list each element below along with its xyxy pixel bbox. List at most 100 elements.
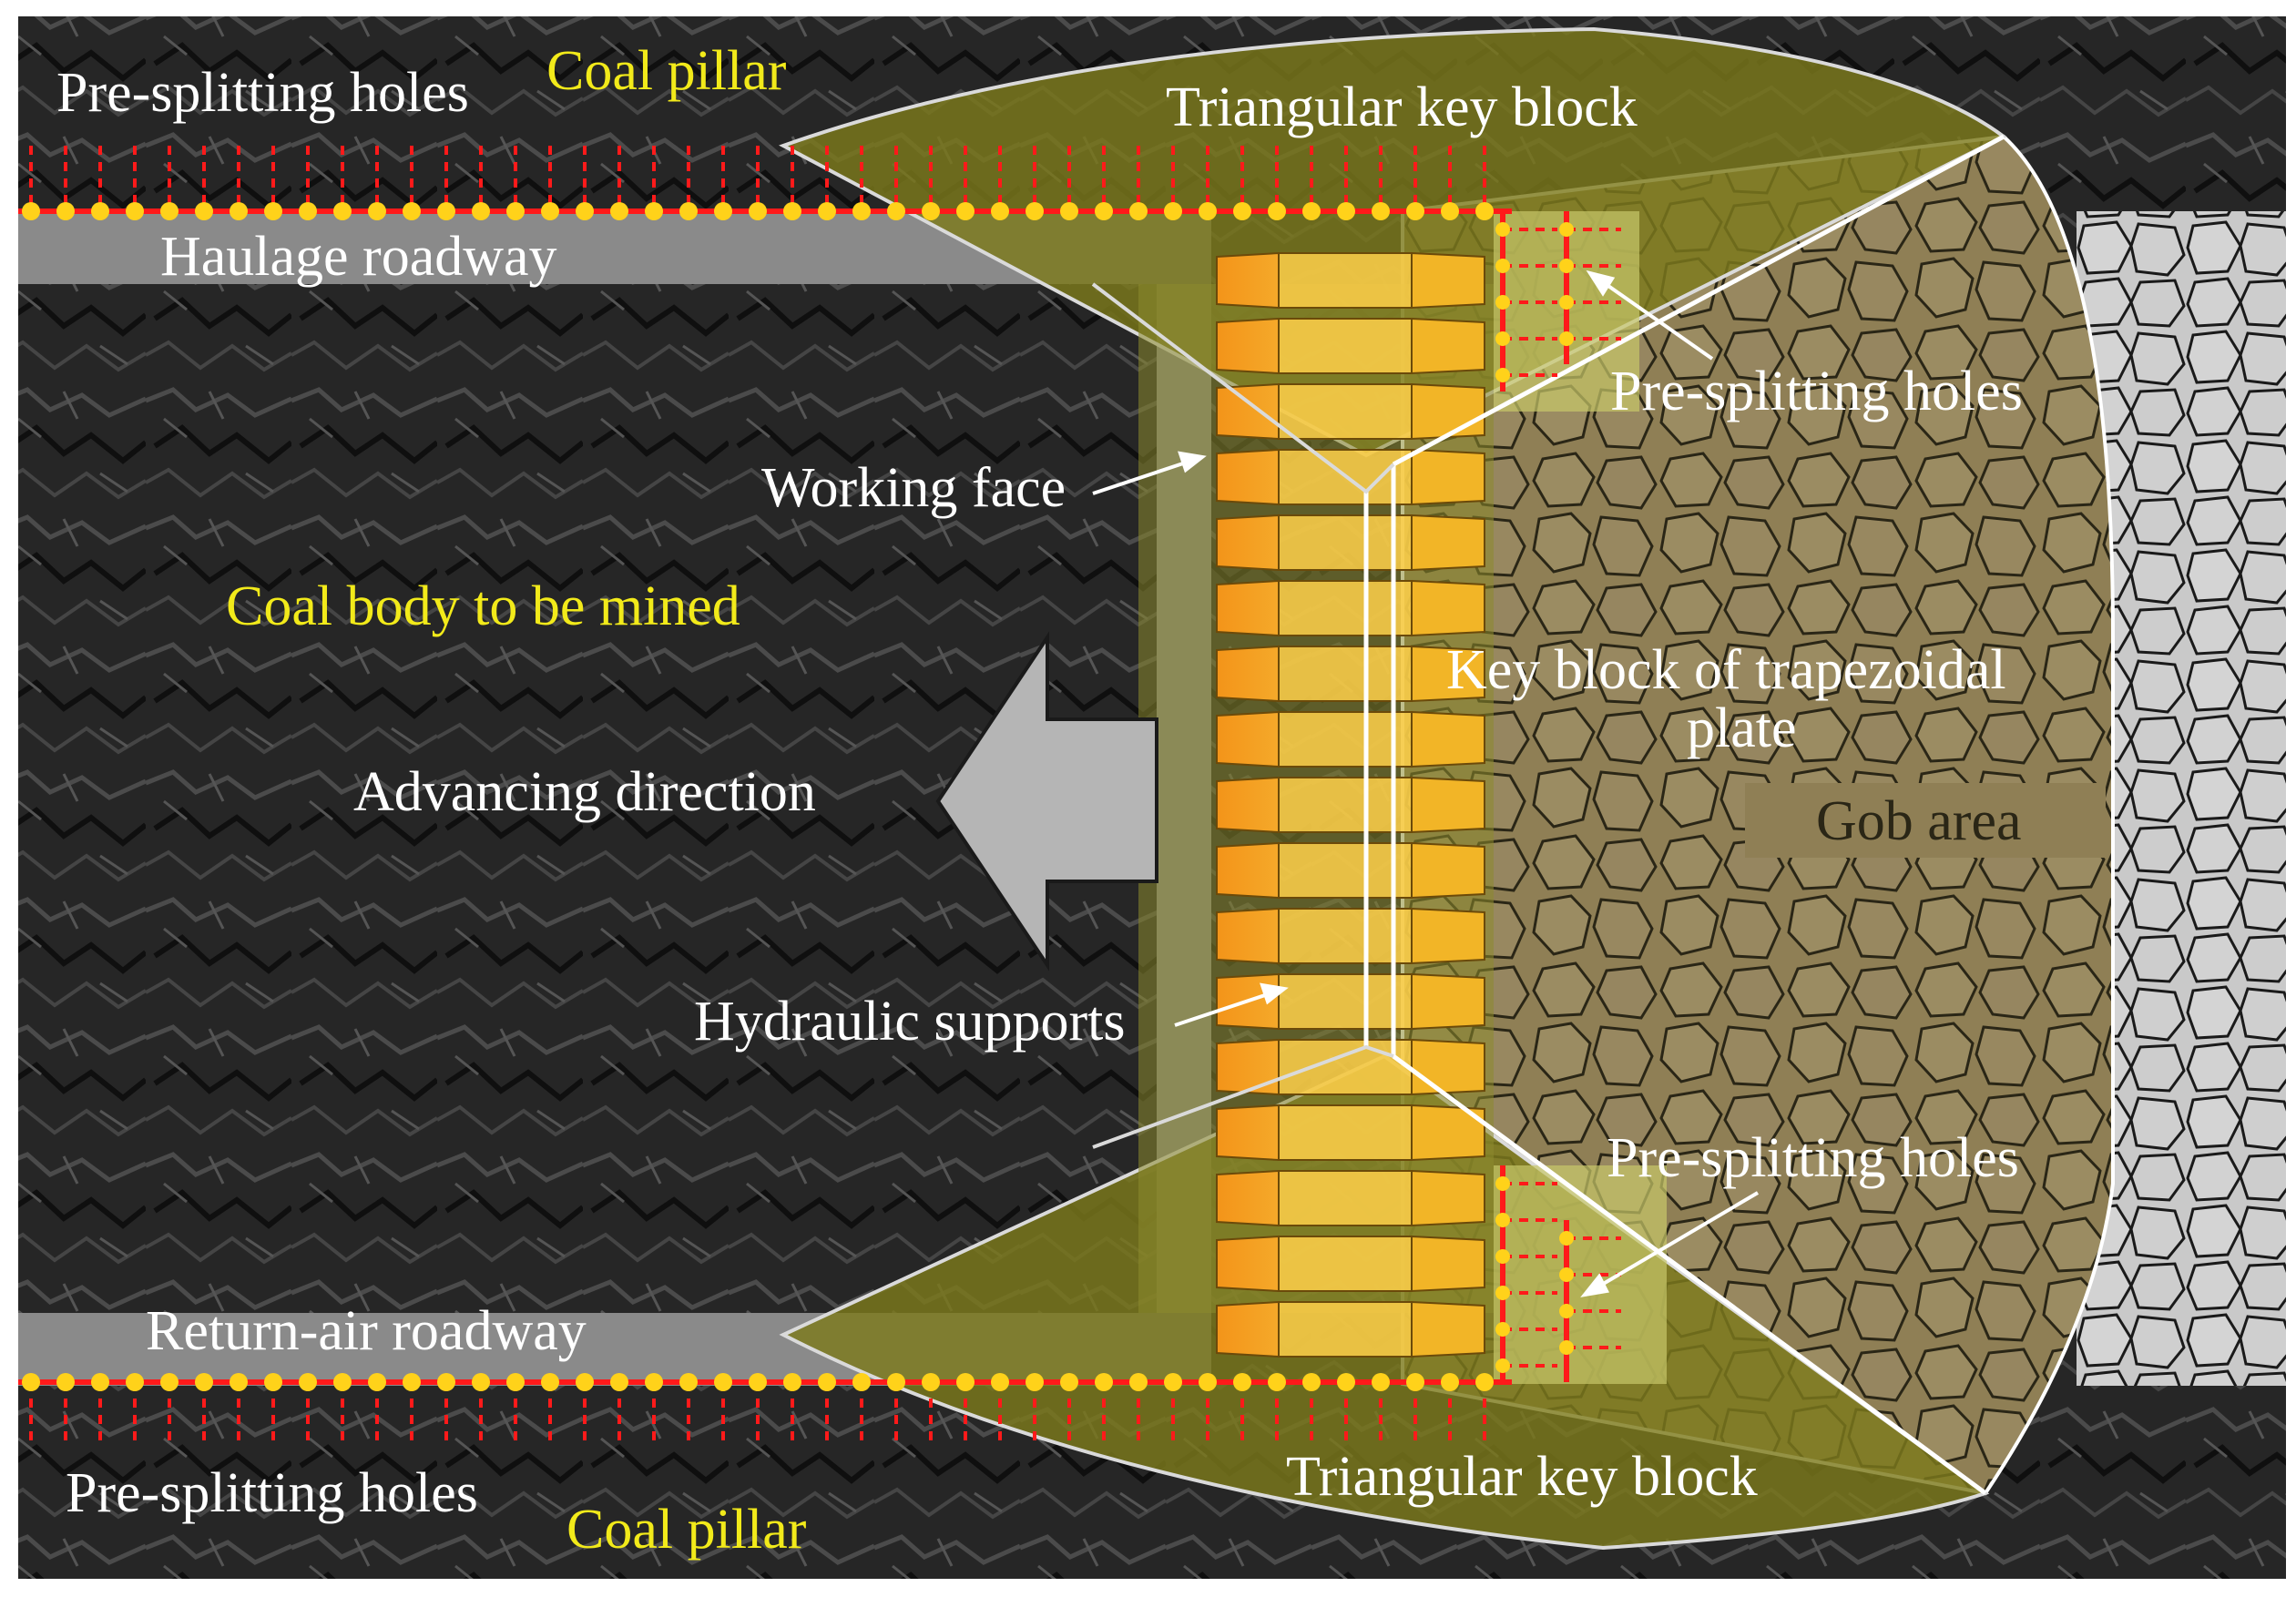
presplit-hole-marker xyxy=(1495,1358,1510,1373)
support-left-shield xyxy=(1216,1038,1280,1096)
support-right-shield xyxy=(1411,579,1485,637)
presplitting-holes-group xyxy=(18,146,1621,1448)
hydraulic-support xyxy=(1216,579,1485,637)
presplit-hole-marker xyxy=(1559,259,1574,273)
presplit-hole-marker xyxy=(1026,1373,1044,1391)
support-left-shield xyxy=(1216,382,1280,441)
presplit-hole-marker xyxy=(333,202,352,220)
label-triangular-key-block-top: Triangular key block xyxy=(1166,76,1638,138)
support-canopy xyxy=(1278,711,1413,768)
presplit-hole-marker xyxy=(368,202,386,220)
label-working-face: Working face xyxy=(761,457,1066,519)
support-canopy xyxy=(1278,449,1413,505)
presplit-hole-marker xyxy=(679,202,698,220)
presplit-lower-arrowhead xyxy=(1580,1273,1609,1297)
support-right-shield xyxy=(1411,514,1485,572)
presplit-hole-marker xyxy=(1337,202,1355,220)
support-right-shield xyxy=(1411,317,1485,375)
support-canopy xyxy=(1278,646,1413,702)
presplit-hole-marker xyxy=(1495,331,1510,346)
support-right-shield xyxy=(1411,776,1485,834)
support-left-shield xyxy=(1216,251,1280,310)
key-block-fracture-top xyxy=(1091,282,1395,494)
support-left-shield xyxy=(1216,776,1280,834)
presplit-hole-marker xyxy=(610,202,628,220)
label-presplit-right-upper: Pre-splitting holes xyxy=(1610,361,2023,422)
support-right-shield xyxy=(1411,382,1485,441)
support-right-shield xyxy=(1411,841,1485,900)
presplit-upper-leader xyxy=(1588,271,1714,361)
label-key-block-trapezoidal-1: Key block of trapezoidal xyxy=(1446,639,2006,701)
presplit-hole-marker xyxy=(1233,202,1251,220)
presplit-zone-lower xyxy=(1494,1165,1667,1384)
hydraulic-support xyxy=(1216,1300,1485,1358)
presplit-hole-marker xyxy=(1495,1213,1510,1227)
presplit-hole-marker xyxy=(852,1373,871,1391)
presplit-hole-marker xyxy=(922,1373,940,1391)
presplit-hole-marker xyxy=(299,1373,317,1391)
presplit-hole-marker xyxy=(264,202,282,220)
presplit-hole-marker xyxy=(783,202,801,220)
presplit-hole-marker xyxy=(472,1373,490,1391)
support-canopy xyxy=(1278,1170,1413,1226)
hydraulic-support-array xyxy=(1216,251,1485,1358)
presplit-hole-marker xyxy=(1495,1176,1510,1191)
label-coal-pillar-top: Coal pillar xyxy=(546,40,787,102)
presplit-hole-marker xyxy=(1559,1340,1574,1355)
presplit-hole-marker xyxy=(1495,1286,1510,1300)
presplit-hole-marker xyxy=(403,202,421,220)
presplit-hole-marker xyxy=(1495,295,1510,310)
presplit-hole-marker xyxy=(1495,1249,1510,1264)
hydraulic-support xyxy=(1216,317,1485,375)
presplit-hole-marker xyxy=(160,202,179,220)
support-canopy xyxy=(1278,514,1413,571)
presplit-hole-marker xyxy=(1495,368,1510,382)
support-left-shield xyxy=(1216,1104,1280,1162)
presplit-upper-arrowhead xyxy=(1586,270,1616,297)
presplit-hole-marker xyxy=(1095,1373,1113,1391)
presplit-hole-marker xyxy=(1441,1373,1459,1391)
presplit-hole-marker xyxy=(783,1373,801,1391)
presplit-hole-marker xyxy=(1372,202,1390,220)
presplit-hole-marker xyxy=(541,1373,559,1391)
hydraulic-support xyxy=(1216,514,1485,572)
hydraulic-support xyxy=(1216,1104,1485,1162)
support-canopy xyxy=(1278,1301,1413,1358)
label-presplit-top-left: Pre-splitting holes xyxy=(56,62,469,124)
presplit-hole-marker xyxy=(645,202,663,220)
presplit-hole-marker xyxy=(1026,202,1044,220)
support-left-shield xyxy=(1216,710,1280,768)
label-presplit-right-lower: Pre-splitting holes xyxy=(1607,1127,2019,1189)
presplit-hole-marker xyxy=(714,202,732,220)
label-coal-pillar-bottom: Coal pillar xyxy=(566,1499,807,1561)
presplit-hole-marker xyxy=(1559,295,1574,310)
support-left-shield xyxy=(1216,907,1280,965)
presplit-hole-marker xyxy=(1372,1373,1390,1391)
hydraulic-support xyxy=(1216,382,1485,441)
hydraulic-support xyxy=(1216,645,1485,703)
hydraulic-support xyxy=(1216,907,1485,965)
presplit-hole-marker xyxy=(506,1373,525,1391)
presplit-hole-marker xyxy=(472,202,490,220)
support-right-shield xyxy=(1411,448,1485,506)
presplit-hole-marker xyxy=(230,1373,248,1391)
presplit-hole-marker xyxy=(437,202,455,220)
presplit-hole-marker xyxy=(126,1373,144,1391)
presplit-hole-marker xyxy=(437,1373,455,1391)
hydraulic-support xyxy=(1216,448,1485,506)
presplit-hole-marker xyxy=(1441,202,1459,220)
support-left-shield xyxy=(1216,1235,1280,1293)
presplit-hole-marker xyxy=(1559,1231,1574,1246)
presplit-hole-marker xyxy=(1337,1373,1355,1391)
label-hydraulic-supports: Hydraulic supports xyxy=(694,991,1126,1053)
presplit-hole-marker xyxy=(679,1373,698,1391)
presplit-hole-marker xyxy=(230,202,248,220)
presplit-hole-marker xyxy=(1164,1373,1182,1391)
presplit-hole-marker xyxy=(1559,1267,1574,1282)
support-left-shield xyxy=(1216,1300,1280,1358)
presplit-hole-marker xyxy=(1199,1373,1217,1391)
presplit-hole-marker xyxy=(818,202,836,220)
triangular-key-block-top xyxy=(779,26,2007,458)
support-canopy xyxy=(1278,383,1413,440)
